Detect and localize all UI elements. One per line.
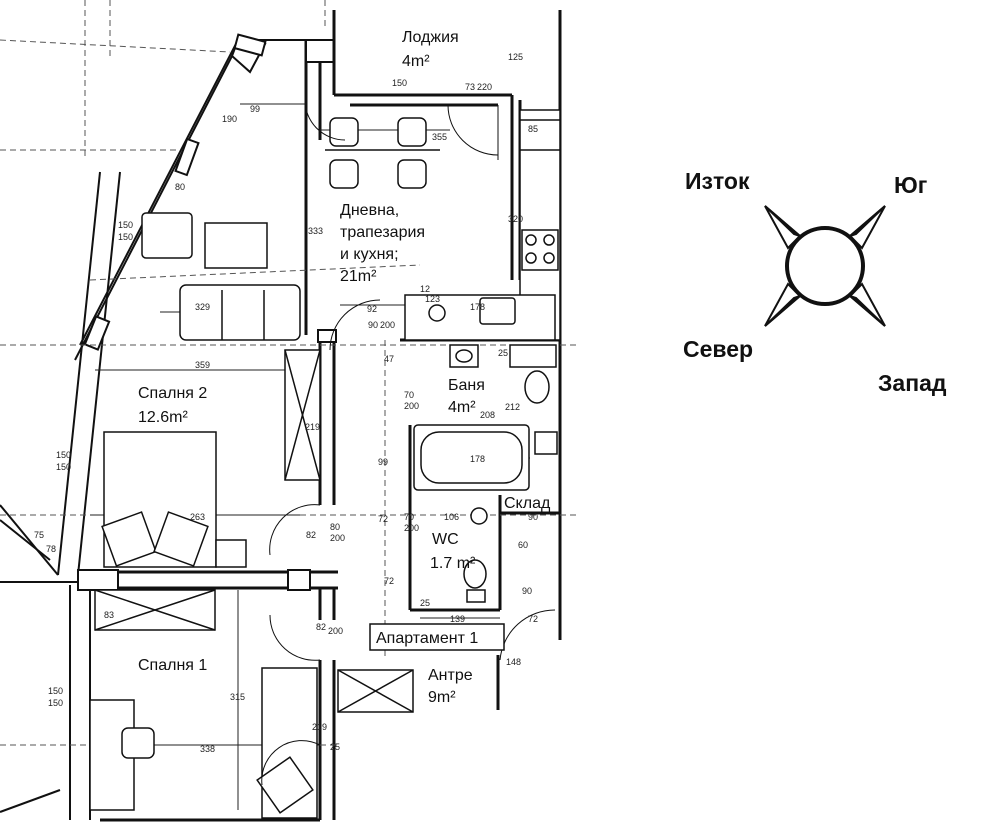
wc-fixtures xyxy=(463,507,488,603)
dim-label: 60 xyxy=(518,540,528,550)
living-name-1: Дневна, xyxy=(340,202,399,219)
dim-label: 70 xyxy=(404,390,414,400)
dim-label: 315 xyxy=(230,692,245,702)
dim-label: 200 xyxy=(330,533,345,543)
dim-label: 82 xyxy=(316,622,326,632)
room-labels: Лоджия 4m² Дневна, трапезария и кухня; 2… xyxy=(138,29,551,706)
compass-north-label: Север xyxy=(683,336,754,362)
dim-label: 150 xyxy=(392,78,407,88)
dim-label: 80 xyxy=(330,522,340,532)
compass-west-label: Запад xyxy=(878,370,947,396)
bedroom2-name: Спалня 2 xyxy=(138,385,207,402)
dim-label: 123 xyxy=(425,294,440,304)
dim-label: 73 xyxy=(465,82,475,92)
dim-label: 200 xyxy=(404,401,419,411)
bedroom-furniture xyxy=(89,431,318,819)
dim-label: 220 xyxy=(477,82,492,92)
dim-label: 72 xyxy=(528,614,538,624)
wc-area: 1.7 m² xyxy=(430,555,476,572)
apartment-tag: Апартамент 1 xyxy=(369,623,505,651)
dim-label: 25 xyxy=(330,742,340,752)
dim-label: 139 xyxy=(450,614,465,624)
windows xyxy=(83,33,267,351)
dim-label: 263 xyxy=(190,512,205,522)
dim-label: 85 xyxy=(528,124,538,134)
dim-label: 25 xyxy=(498,348,508,358)
kitchen-counter xyxy=(404,109,561,341)
dim-label: 200 xyxy=(380,320,395,330)
storage-name: Склад xyxy=(504,495,551,512)
wc-name: WC xyxy=(432,531,459,548)
bathroom-area: 4m² xyxy=(448,399,476,416)
dim-label: 190 xyxy=(222,114,237,124)
dim-label: 150 xyxy=(118,232,133,242)
dim-label: 106 xyxy=(444,512,459,522)
hall-area: 9m² xyxy=(428,689,456,706)
hall-name: Антре xyxy=(428,667,473,684)
dim-label: 90 xyxy=(368,320,378,330)
dim-label: 70 xyxy=(404,512,414,522)
dim-label: 82 xyxy=(306,530,316,540)
floor-plan: Лоджия 4m² Дневна, трапезария и кухня; 2… xyxy=(0,0,580,822)
loggia-name: Лоджия xyxy=(402,29,459,46)
apartment-tag-text: Апартамент 1 xyxy=(376,630,478,647)
dim-label: 72 xyxy=(384,576,394,586)
dim-label: 150 xyxy=(48,698,63,708)
dim-label: 12 xyxy=(420,284,430,294)
dim-label: 333 xyxy=(308,226,323,236)
dim-label: 125 xyxy=(508,52,523,62)
dim-label: 148 xyxy=(506,657,521,667)
bathroom-name: Баня xyxy=(448,377,485,394)
dimension-labels: 150 220 73 99 190 80 150 150 333 355 320… xyxy=(34,52,538,754)
dim-label: 83 xyxy=(104,610,114,620)
compass-south-label: Юг xyxy=(894,172,928,198)
dim-label: 150 xyxy=(56,450,71,460)
living-name-2: трапезария xyxy=(340,224,425,241)
dim-label: 200 xyxy=(404,523,419,533)
dining-set xyxy=(325,117,440,189)
exterior-walls xyxy=(0,38,306,820)
dim-label: 90 xyxy=(522,586,532,596)
dim-label: 78 xyxy=(46,544,56,554)
dim-label: 219 xyxy=(312,722,327,732)
dim-label: 320 xyxy=(508,214,523,224)
bedroom2-area: 12.6m² xyxy=(138,409,188,426)
dim-label: 99 xyxy=(378,457,388,467)
dim-label: 80 xyxy=(175,182,185,192)
dim-label: 99 xyxy=(250,104,260,114)
wardrobes xyxy=(94,349,414,713)
dim-label: 75 xyxy=(34,530,44,540)
bedroom1-name: Спалня 1 xyxy=(138,657,207,674)
dim-label: 178 xyxy=(470,454,485,464)
living-name-3: и кухня; xyxy=(340,246,399,263)
dim-label: 90 xyxy=(528,512,538,522)
dim-label: 359 xyxy=(195,360,210,370)
compass-rose-icon xyxy=(764,205,886,327)
dim-label: 150 xyxy=(118,220,133,230)
dim-label: 208 xyxy=(480,410,495,420)
living-furniture xyxy=(141,212,301,341)
bathroom-fixtures xyxy=(413,344,558,491)
dim-label: 25 xyxy=(420,598,430,608)
door-swings xyxy=(261,99,556,786)
dim-label: 178 xyxy=(470,302,485,312)
dim-label: 47 xyxy=(384,354,394,364)
loggia-area: 4m² xyxy=(402,53,430,70)
dim-label: 338 xyxy=(200,744,215,754)
dim-label: 355 xyxy=(432,132,447,142)
dim-label: 219 xyxy=(305,422,320,432)
compass-east-label: Изток xyxy=(685,168,750,194)
dim-label: 150 xyxy=(56,462,71,472)
dim-label: 150 xyxy=(48,686,63,696)
living-area: 21m² xyxy=(340,268,377,285)
dim-label: 329 xyxy=(195,302,210,312)
dim-label: 212 xyxy=(505,402,520,412)
dim-label: 200 xyxy=(328,626,343,636)
dim-label: 92 xyxy=(367,304,377,314)
dim-label: 72 xyxy=(378,514,388,524)
